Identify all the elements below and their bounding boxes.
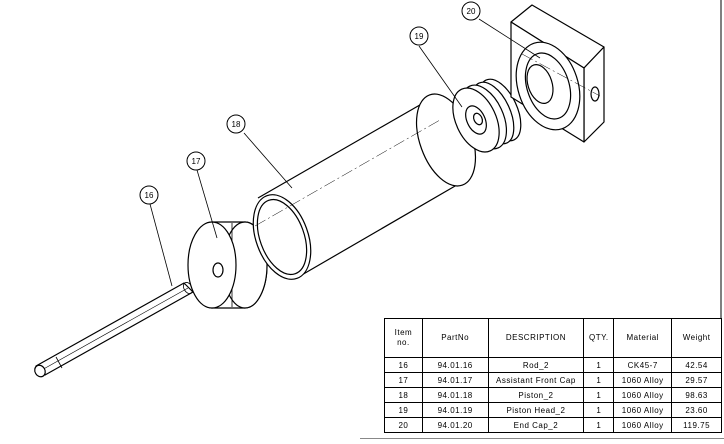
bom-cell-partno: 94.01.17: [421, 372, 489, 388]
balloon-20: 20: [461, 1, 481, 21]
bom-cell-item: 16: [384, 357, 423, 373]
bom-cell-material: 1060 Alloy: [613, 387, 673, 403]
bom-cell-material: 1060 Alloy: [613, 372, 673, 388]
bom-cell-item: 19: [384, 402, 423, 418]
part-end-cap: [510, 4, 605, 143]
bom-cell-weight: 29.57: [671, 372, 722, 388]
bom-cell-description: Piston_2: [487, 387, 585, 403]
balloon-20-label: 20: [467, 7, 476, 16]
table-row: 19 94.01.19 Piston Head_2 1 1060 Alloy 2…: [384, 402, 722, 418]
title-block-edge: [360, 438, 724, 444]
bom-cell-material: CK45-7: [613, 357, 673, 373]
table-row: 17 94.01.17 Assistant Front Cap 1 1060 A…: [384, 372, 722, 388]
bom-cell-partno: 94.01.19: [421, 402, 489, 418]
balloon-16-label: 16: [145, 191, 154, 200]
bom-cell-description: Piston Head_2: [487, 402, 585, 418]
bom-cell-partno: 94.01.16: [421, 357, 489, 373]
bom-cell-weight: 98.63: [671, 387, 722, 403]
balloon-19: 19: [409, 26, 429, 46]
bom-header-description: DESCRIPTION: [487, 318, 585, 358]
balloon-leaders: [149, 18, 541, 287]
balloon-18-label: 18: [232, 120, 241, 129]
bom-cell-partno: 94.01.18: [421, 387, 489, 403]
part-rod: [34, 282, 194, 378]
bom-cell-material: 1060 Alloy: [613, 402, 673, 418]
bom-cell-weight: 119.75: [671, 417, 722, 433]
bom-cell-description: Assistant Front Cap: [487, 372, 585, 388]
bom-cell-weight: 23.60: [671, 402, 722, 418]
bom-cell-partno: 94.01.20: [421, 417, 489, 433]
table-row: 16 94.01.16 Rod_2 1 CK45-7 42.54: [384, 357, 722, 373]
bom-cell-item: 20: [384, 417, 423, 433]
bom-cell-qty: 1: [583, 417, 615, 433]
bom-header-item: Item no.: [384, 318, 423, 358]
balloon-19-label: 19: [415, 32, 424, 41]
bill-of-materials-table: Item no. PartNo DESCRIPTION QTY. Materia…: [384, 318, 722, 433]
balloon-16: 16: [139, 185, 159, 205]
bom-header-partno: PartNo: [421, 318, 489, 358]
balloon-17-label: 17: [192, 157, 201, 166]
bom-header-weight: Weight: [671, 318, 722, 358]
balloon-17: 17: [186, 151, 206, 171]
bom-cell-weight: 42.54: [671, 357, 722, 373]
bom-cell-item: 17: [384, 372, 423, 388]
part-piston-head: [452, 78, 522, 153]
bom-header-material: Material: [613, 318, 673, 358]
table-row: 18 94.01.18 Piston_2 1 1060 Alloy 98.63: [384, 387, 722, 403]
bom-cell-qty: 1: [583, 387, 615, 403]
bom-cell-qty: 1: [583, 357, 615, 373]
balloon-18: 18: [226, 114, 246, 134]
bom-header-row: Item no. PartNo DESCRIPTION QTY. Materia…: [384, 318, 722, 358]
bom-header-qty: QTY.: [583, 318, 615, 358]
bom-cell-item: 18: [384, 387, 423, 403]
bom-cell-description: Rod_2: [487, 357, 585, 373]
bom-cell-qty: 1: [583, 372, 615, 388]
bom-cell-material: 1060 Alloy: [613, 417, 673, 433]
table-row: 20 94.01.20 End Cap_2 1 1060 Alloy 119.7…: [384, 417, 722, 433]
bom-cell-qty: 1: [583, 402, 615, 418]
bom-cell-description: End Cap_2: [487, 417, 585, 433]
part-piston-cylinder: [252, 93, 477, 280]
